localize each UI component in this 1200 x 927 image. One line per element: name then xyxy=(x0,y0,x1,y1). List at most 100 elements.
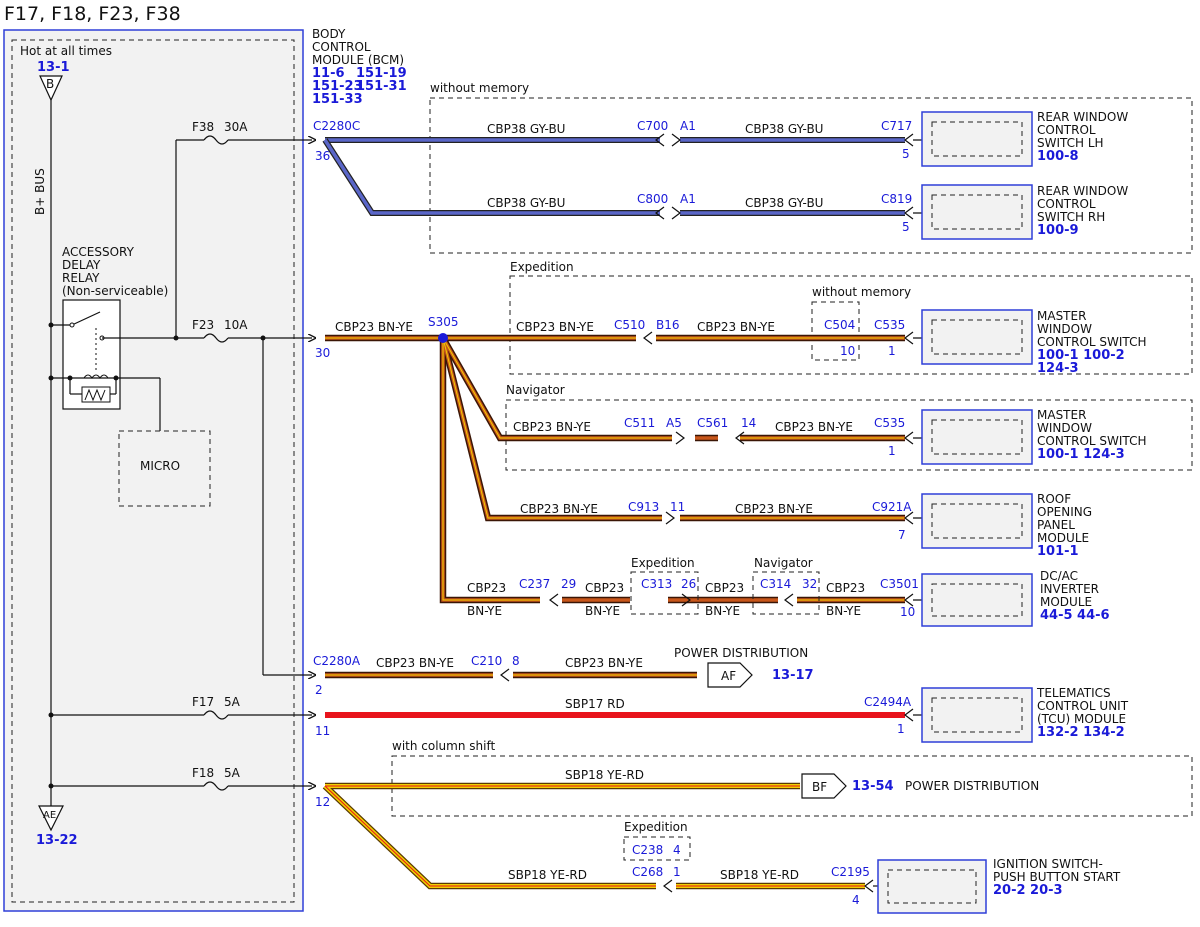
component-master-window-switch-expedition[interactable]: MASTER WINDOW CONTROL SWITCH 100-1 100-2… xyxy=(921,309,1146,376)
bcm-ref-3[interactable]: 151-23 xyxy=(312,79,363,94)
terminal-af[interactable]: AF xyxy=(707,662,753,688)
fuse-f17-rating: 5A xyxy=(224,695,241,709)
fuse-f38-rating: 30A xyxy=(224,120,248,134)
conn-c2195: C2195 xyxy=(831,865,870,879)
mwcs-nav-ref[interactable]: 100-1 124-3 xyxy=(1037,447,1125,462)
conn-c700: C700 xyxy=(637,119,668,133)
conn-c268: C268 xyxy=(632,865,663,879)
bf-terminal-icon xyxy=(801,773,847,799)
component-rear-window-switch-lh[interactable]: REAR WINDOW CONTROL SWITCH LH 100-8 xyxy=(921,110,1128,167)
terminal-bf[interactable]: BF xyxy=(801,773,847,799)
group-expedition-2-label: Expedition xyxy=(631,556,695,570)
wire-cbp38-3: CBP38 GY-BU xyxy=(487,196,565,210)
bcm-label-1: BODY xyxy=(312,27,346,41)
tcu-label-2: CONTROL UNIT xyxy=(1037,699,1129,713)
roof-label-4: MODULE xyxy=(1037,531,1089,545)
wire-cbp23-a: CBP23 BN-YE xyxy=(335,320,413,334)
b-terminal-icon xyxy=(39,75,63,102)
component-master-window-switch-navigator[interactable]: MASTER WINDOW CONTROL SWITCH 100-1 124-3 xyxy=(921,408,1146,465)
fuse-f23-rating: 10A xyxy=(224,318,248,332)
mwcs-exp-label-3: CONTROL SWITCH xyxy=(1037,335,1146,349)
relay-coil-icon xyxy=(81,386,111,403)
af-ref[interactable]: 13-17 xyxy=(772,668,814,683)
mwcs-exp-label-2: WINDOW xyxy=(1037,322,1092,336)
bcm-label-3: MODULE (BCM) xyxy=(312,53,404,67)
mwcs-exp-ref-1[interactable]: 100-1 100-2 xyxy=(1037,348,1125,363)
conn-c921a: C921A xyxy=(872,500,912,514)
conn-c314-pin: 32 xyxy=(802,577,817,591)
relay-label-3: RELAY xyxy=(62,271,100,285)
conn-c561-pin: 14 xyxy=(741,416,756,430)
ae-ref[interactable]: 13-22 xyxy=(36,833,78,848)
conn-c535b-pin: 1 xyxy=(888,444,896,458)
bcm-ref-1[interactable]: 11-6 xyxy=(312,66,345,81)
wire-cbp23-h2: CBP23 xyxy=(585,581,624,595)
bcm-label-2: CONTROL xyxy=(312,40,371,54)
fuse-f18-rating: 5A xyxy=(224,766,241,780)
relay-label-1: ACCESSORY xyxy=(62,245,135,259)
conn-c238-pin: 4 xyxy=(673,843,681,857)
conn-c717: C717 xyxy=(881,119,912,133)
circuit-f18: 12 with column shift SBP18 YE-RD SBP18 Y… xyxy=(315,739,1193,914)
bf-ref[interactable]: 13-54 xyxy=(852,779,894,794)
conn-c2280a-pin: 2 xyxy=(315,683,323,697)
wire-cbp23-e: CBP23 BN-YE xyxy=(775,420,853,434)
mwcs-nav-label-3: CONTROL SWITCH xyxy=(1037,434,1146,448)
component-ignition-switch[interactable]: IGNITION SWITCH- PUSH BUTTON START 20-2 … xyxy=(877,857,1121,914)
conn-c511: C511 xyxy=(624,416,655,430)
conn-c504-pin: 10 xyxy=(840,344,855,358)
inverter-ref[interactable]: 44-5 44-6 xyxy=(1040,608,1110,623)
wire-cbp38-4: CBP38 GY-BU xyxy=(745,196,823,210)
conn-c511-pin: A5 xyxy=(666,416,682,430)
component-rear-window-switch-rh[interactable]: REAR WINDOW CONTROL SWITCH RH 100-9 xyxy=(921,184,1128,240)
b-terminal-label: B xyxy=(46,77,54,91)
bcm-ref-4[interactable]: 151-31 xyxy=(356,79,407,94)
bcm-ref-2[interactable]: 151-19 xyxy=(356,66,407,81)
bcm-ref-5[interactable]: 151-33 xyxy=(312,92,363,107)
group-without-memory-1-label: without memory xyxy=(430,81,529,95)
conn-c700-pin: A1 xyxy=(680,119,696,133)
diagram-title: F17, F18, F23, F38 xyxy=(4,3,181,25)
roof-label-3: PANEL xyxy=(1037,518,1075,532)
tcu-ref[interactable]: 132-2 134-2 xyxy=(1037,725,1125,740)
conn-c3501: C3501 xyxy=(880,577,919,591)
rwcs-lh-ref[interactable]: 100-8 xyxy=(1037,149,1079,164)
mwcs-exp-ref-2[interactable]: 124-3 xyxy=(1037,361,1079,376)
tcu-label-3: (TCU) MODULE xyxy=(1037,712,1126,726)
conn-c237: C237 xyxy=(519,577,550,591)
conn-c561: C561 xyxy=(697,416,728,430)
component-tcu-module[interactable]: TELEMATICS CONTROL UNIT (TCU) MODULE 132… xyxy=(921,686,1129,743)
conn-pin12: 12 xyxy=(315,795,330,809)
conn-pin11: 11 xyxy=(315,724,330,738)
wire-cbp23-b: CBP23 BN-YE xyxy=(516,320,594,334)
fuse-f38[interactable]: F38 30A xyxy=(192,120,312,145)
rwcs-rh-ref[interactable]: 100-9 xyxy=(1037,223,1079,238)
wire-cbp23-h3: CBP23 xyxy=(705,581,744,595)
conn-c2280c-pin: 36 xyxy=(315,149,330,163)
fuse-f17-icon xyxy=(203,710,229,720)
tcu-label-1: TELEMATICS xyxy=(1036,686,1111,700)
component-dc-ac-inverter-module[interactable]: DC/AC INVERTER MODULE 44-5 44-6 xyxy=(921,569,1110,627)
rwcs-rh-label-1: REAR WINDOW xyxy=(1037,184,1128,198)
ignition-ref[interactable]: 20-2 20-3 xyxy=(993,883,1063,898)
roof-ref[interactable]: 101-1 xyxy=(1037,544,1079,559)
group-navigator-2-label: Navigator xyxy=(754,556,813,570)
fuse-f17[interactable]: F17 5A xyxy=(192,695,312,720)
fuse-f23[interactable]: F23 10A xyxy=(192,318,312,343)
fuse-f18[interactable]: F18 5A xyxy=(192,766,312,791)
group-without-memory-2 xyxy=(811,301,860,361)
hot-label: Hot at all times xyxy=(20,44,112,58)
fuse-f23-icon xyxy=(203,333,229,343)
wire-cbp23-g: CBP23 BN-YE xyxy=(735,502,813,516)
hot-ref[interactable]: 13-1 xyxy=(37,60,70,75)
ae-terminal-label: AE xyxy=(43,810,56,821)
group-without-memory-2-label: without memory xyxy=(812,285,911,299)
af-terminal-label: AF xyxy=(721,669,736,683)
component-roof-opening-panel-module[interactable]: ROOF OPENING PANEL MODULE 101-1 xyxy=(921,492,1092,559)
conn-pin30: 30 xyxy=(315,346,330,360)
wire-cbp23-d: CBP23 BN-YE xyxy=(513,420,591,434)
micro-label: MICRO xyxy=(140,459,180,473)
fuse-f18-name: F18 xyxy=(192,766,214,780)
conn-c800: C800 xyxy=(637,192,668,206)
